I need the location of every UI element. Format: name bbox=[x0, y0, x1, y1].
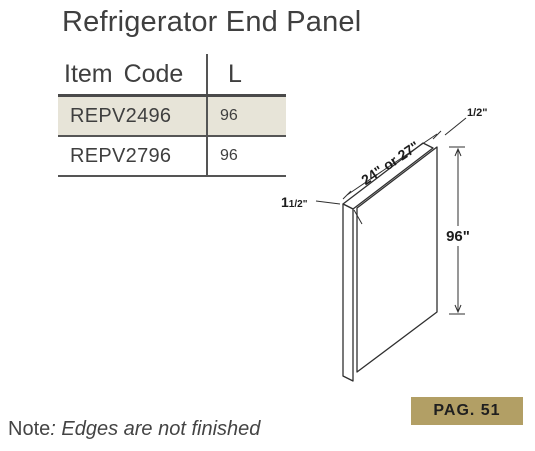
length-cell: 96 bbox=[206, 95, 286, 137]
note-prefix: Note bbox=[8, 418, 51, 440]
table-row: REPV2796 96 bbox=[58, 136, 286, 177]
table-header-row: Item Code L bbox=[58, 54, 286, 96]
thickness-label-fraction: 1/2" bbox=[289, 199, 308, 210]
thickness-leader bbox=[315, 200, 363, 225]
item-code-table: Item Code L REPV2496 96 REPV2796 96 bbox=[58, 54, 286, 177]
thickness-label-whole: 1 bbox=[281, 194, 289, 210]
panel-face bbox=[356, 146, 438, 373]
thickness-label: 11/2" bbox=[281, 194, 308, 210]
height-dimension bbox=[449, 146, 465, 315]
note-message: : Edges are not finished bbox=[50, 418, 261, 440]
column-header-length: L bbox=[206, 54, 286, 96]
item-code-cell: REPV2796 bbox=[58, 136, 207, 177]
item-code-cell: REPV2496 bbox=[58, 95, 207, 137]
edge-label: 1/2" bbox=[467, 107, 488, 119]
length-cell: 96 bbox=[206, 136, 286, 177]
height-label: 96" bbox=[446, 228, 470, 245]
page-title: Refrigerator End Panel bbox=[62, 6, 362, 38]
panel-edge bbox=[342, 203, 354, 382]
note-text: Note: Edges are not finished bbox=[8, 418, 260, 441]
edge-leader bbox=[444, 117, 467, 136]
depth-dimension bbox=[342, 130, 442, 200]
column-header-item-code: Item Code bbox=[64, 59, 184, 88]
page-number-badge: PAG. 51 bbox=[411, 397, 523, 425]
table-row: REPV2496 96 bbox=[58, 95, 286, 137]
